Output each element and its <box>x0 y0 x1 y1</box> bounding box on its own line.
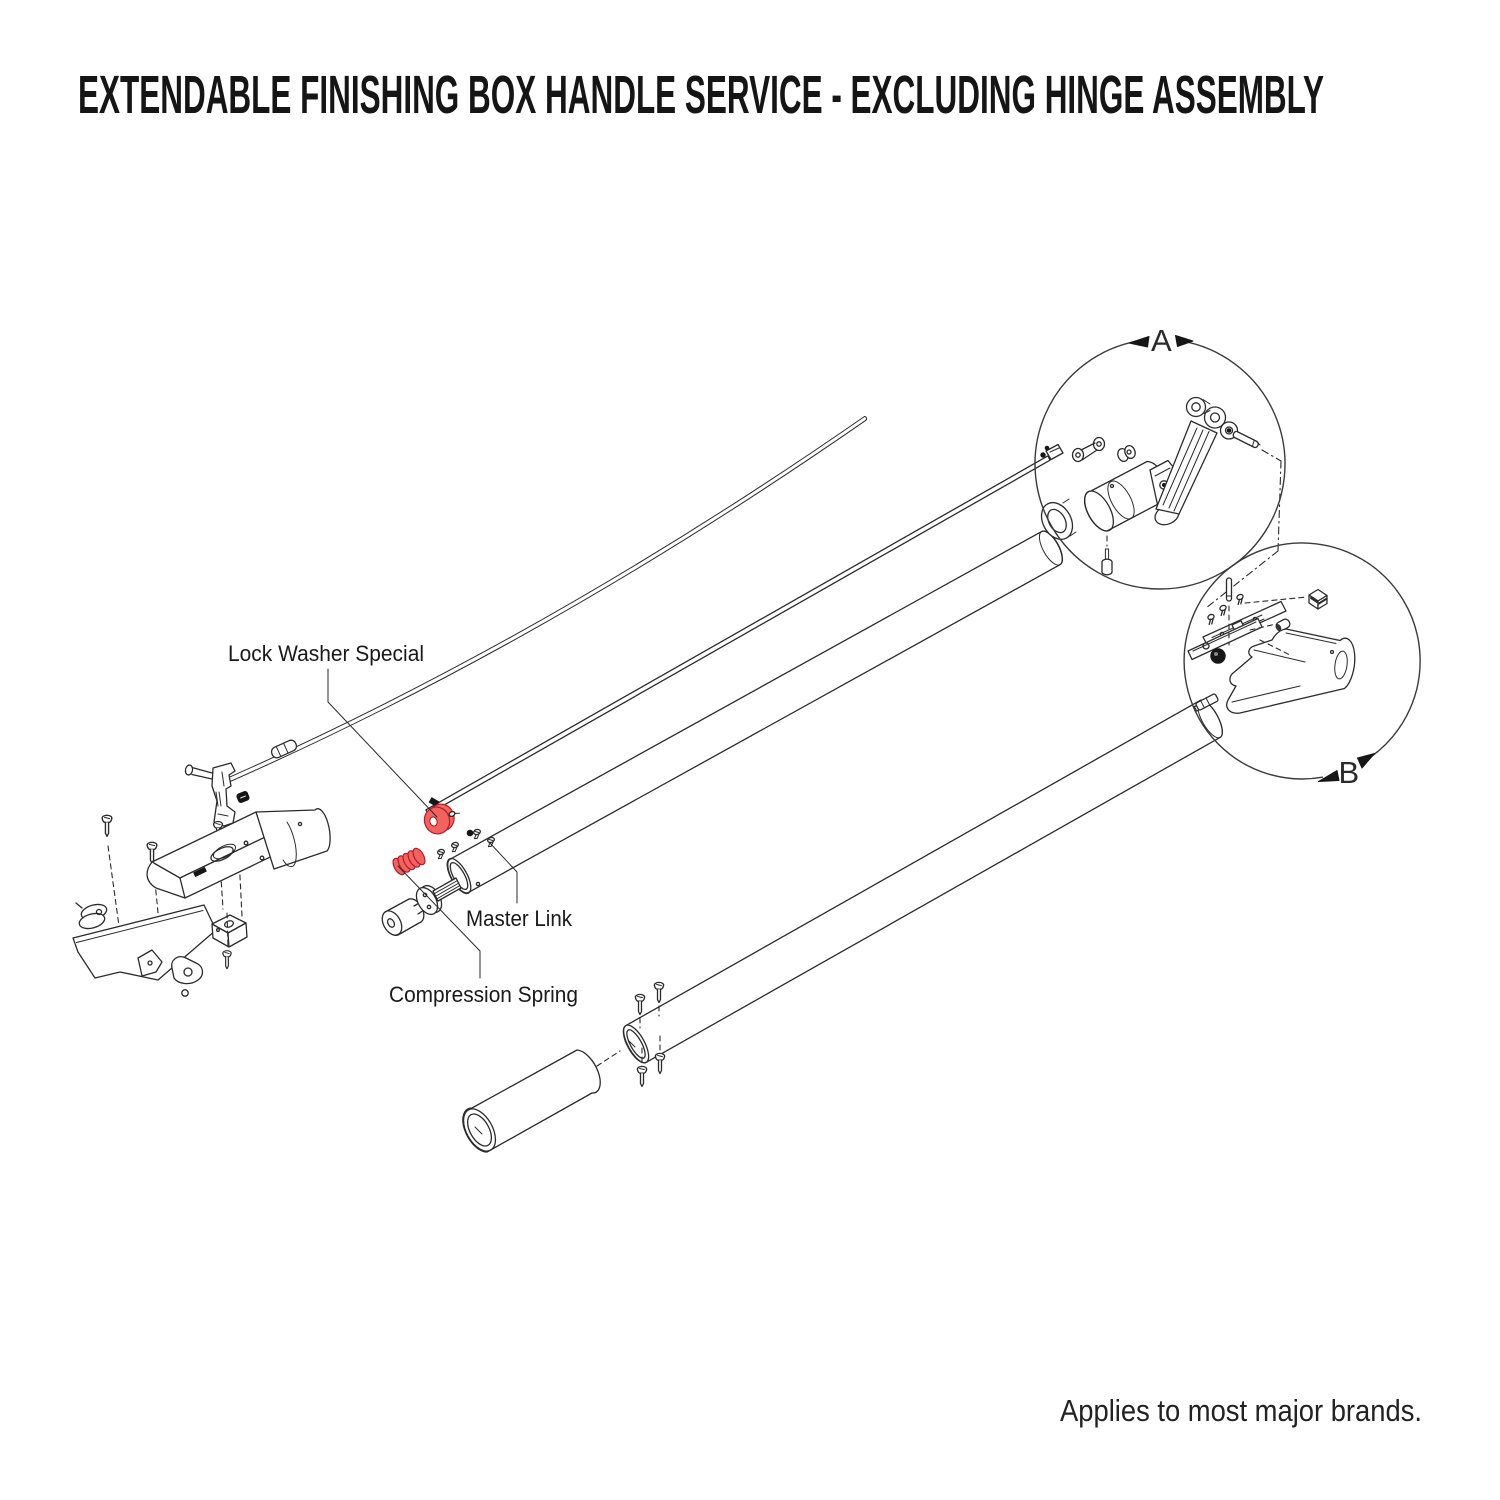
detail-a-circle <box>1034 340 1286 590</box>
socket-screw <box>1101 535 1113 576</box>
master-link-label: Master Link <box>466 906 573 931</box>
compression-spring-leader <box>397 865 481 979</box>
detail-view-b: B <box>1183 542 1421 790</box>
base-plate <box>72 902 248 997</box>
cable-ferrule <box>270 739 298 759</box>
lock-washer-highlight <box>423 797 460 835</box>
lock-washer-label: Lock Washer Special <box>228 641 424 666</box>
detail-a-left-arrow-icon <box>1128 336 1150 348</box>
compression-spring-highlight <box>392 847 426 876</box>
cable-bracket <box>184 762 250 827</box>
master-link-fasteners <box>435 827 497 860</box>
actuator-rod <box>425 455 1051 815</box>
compression-spring-label: Compression Spring <box>389 982 578 1007</box>
plunger-assembly <box>381 877 462 936</box>
lock-washer-leader <box>327 668 438 818</box>
detail-b-right-arrow-icon <box>1357 753 1375 769</box>
handle-housing <box>146 808 331 899</box>
detail-a-right-arrow-icon <box>1175 335 1194 347</box>
lock-nut <box>236 791 250 803</box>
callout-leaders <box>327 668 518 979</box>
footer-note: Applies to most major brands. <box>1060 1393 1422 1428</box>
grip-tube <box>462 1049 621 1153</box>
handle-base-assembly <box>72 762 331 997</box>
detail-b-circle <box>1183 542 1421 780</box>
detail-b-left-arrow-icon <box>1318 770 1340 782</box>
page-title: EXTENDABLE FINISHING BOX HANDLE SERVICE … <box>78 65 1324 125</box>
cable-rod <box>227 416 868 783</box>
detail-b-label: B <box>1339 755 1360 790</box>
master-link-leader <box>488 841 518 904</box>
detail-a-label: A <box>1151 323 1172 358</box>
detail-view-a: A <box>1034 323 1286 609</box>
